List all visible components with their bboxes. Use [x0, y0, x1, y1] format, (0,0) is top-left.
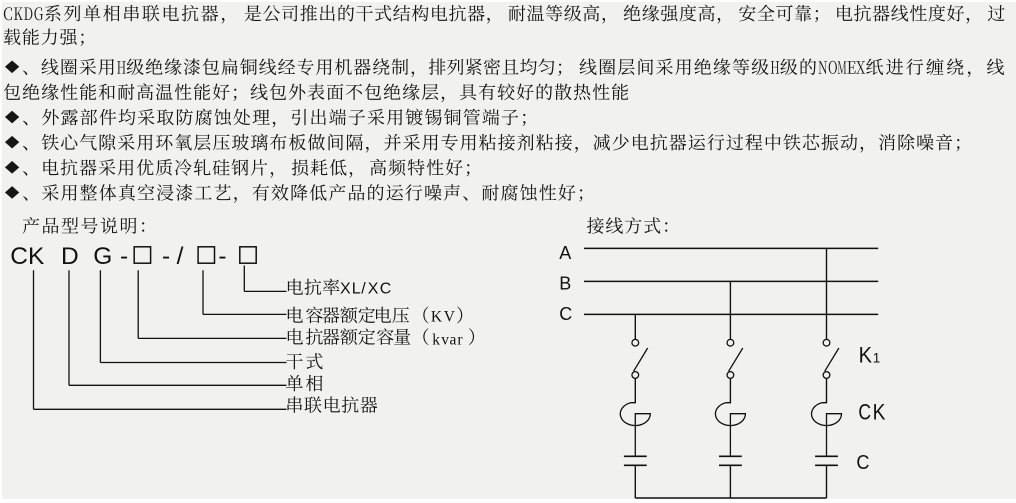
svg-text:X: X	[340, 280, 351, 297]
svg-text:X: X	[368, 280, 379, 297]
svg-text:/: /	[361, 280, 366, 297]
svg-text:G: G	[93, 243, 112, 270]
svg-text:C: C	[858, 401, 871, 425]
svg-text:C: C	[856, 451, 869, 474]
svg-text:C: C	[380, 280, 392, 297]
svg-text:D: D	[61, 243, 79, 270]
svg-text:a: a	[450, 331, 457, 348]
svg-text:k: k	[432, 331, 440, 348]
svg-text:/: /	[177, 243, 184, 270]
svg-text:K: K	[859, 344, 872, 368]
svg-text:-: -	[120, 243, 128, 270]
svg-text:V: V	[444, 308, 456, 325]
svg-text:K: K	[431, 308, 443, 325]
svg-text:-: -	[162, 243, 170, 270]
svg-text:-: -	[218, 243, 226, 270]
svg-text:1: 1	[873, 351, 881, 366]
svg-text:B: B	[559, 273, 571, 293]
svg-text:A: A	[559, 243, 571, 263]
svg-text:CK: CK	[10, 243, 45, 270]
svg-text:L: L	[352, 280, 361, 297]
svg-text:v: v	[441, 331, 449, 348]
svg-text:K: K	[873, 400, 886, 425]
svg-text:C: C	[559, 304, 572, 324]
svg-text:r: r	[457, 331, 463, 348]
